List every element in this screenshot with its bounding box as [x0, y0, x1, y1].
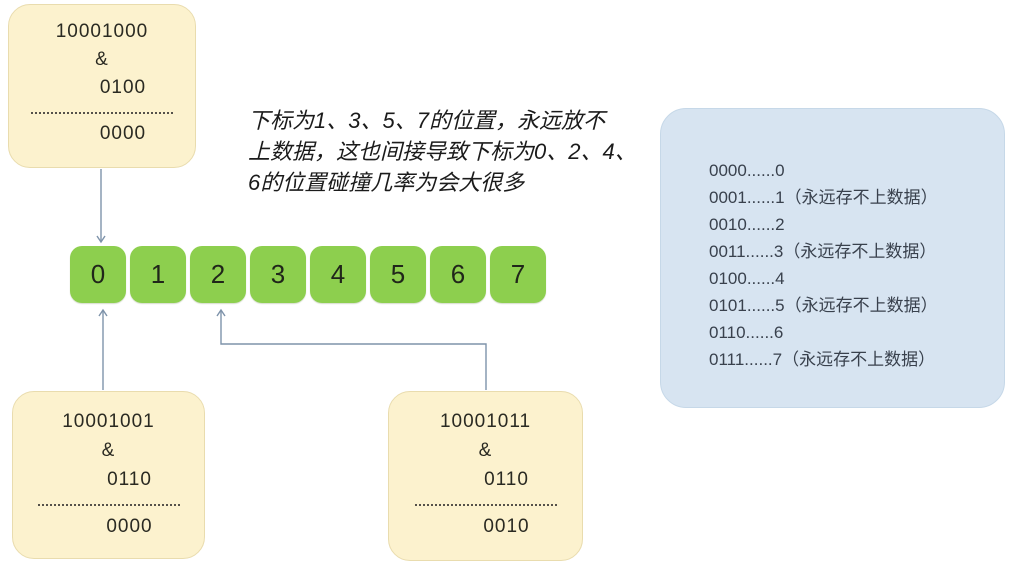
note-text: 下标为1、3、5、7的位置，永远放不 上数据，这也间接导致下标为0、2、4、 6… — [248, 105, 637, 198]
legend-line-3: 0011......3（永远存不上数据） — [709, 242, 937, 261]
bucket-cell-2: 2 — [190, 246, 246, 303]
bucket-cell-7: 7 — [490, 246, 546, 303]
mask-value: 0110 — [484, 469, 529, 490]
and-operator: & — [101, 440, 116, 461]
result-value: 0010 — [483, 516, 530, 537]
hash-calc-box-collision-2: 10001011 & 0110 0010 — [388, 391, 583, 561]
note-line-1: 下标为1、3、5、7的位置，永远放不 — [248, 108, 605, 133]
bucket-cell-3: 3 — [250, 246, 306, 303]
note-line-2: 上数据，这也间接导致下标为0、2、4、 — [248, 139, 637, 164]
legend-line-1: 0001......1（永远存不上数据） — [709, 188, 938, 207]
dotted-separator — [31, 112, 173, 114]
hash-calc-box-index4: 10001000 & 0100 0000 — [8, 4, 196, 168]
and-operator: & — [95, 49, 109, 70]
result-value: 0000 — [99, 123, 147, 144]
bucket-cell-0: 0 — [70, 246, 126, 303]
bucket-cell-5: 5 — [370, 246, 426, 303]
dotted-separator — [37, 504, 180, 506]
bucket-cell-6: 6 — [430, 246, 486, 303]
legend-line-0: 0000......0 — [709, 161, 785, 180]
arrow-bottommidbox-to-cell2 — [216, 308, 487, 390]
bucket-cell-4: 4 — [310, 246, 366, 303]
legend-line-4: 0100......4 — [709, 269, 785, 288]
and-operator: & — [478, 440, 493, 461]
hash-value: 10001011 — [439, 411, 532, 432]
hash-value: 10001001 — [62, 411, 155, 432]
index-legend-panel: 0000......0 0001......1（永远存不上数据） 0010...… — [660, 108, 1005, 408]
bucket-cell-1: 1 — [130, 246, 186, 303]
note-line-3: 6的位置碰撞几率为会大很多 — [248, 170, 525, 195]
legend-line-6: 0110......6 — [709, 323, 784, 342]
legend-line-2: 0010......2 — [709, 215, 785, 234]
mask-value: 0110 — [107, 469, 152, 490]
mask-value: 0100 — [99, 77, 147, 98]
hash-value: 10001000 — [55, 21, 149, 42]
dotted-separator — [414, 504, 557, 506]
result-value: 0000 — [106, 516, 153, 537]
legend-line-7: 0111......7（永远存不上数据） — [709, 350, 936, 369]
legend-line-5: 0101......5（永远存不上数据） — [709, 296, 938, 315]
bucket-array: 0 1 2 3 4 5 6 7 — [70, 246, 546, 303]
hash-calc-box-collision-0: 10001001 & 0110 0000 — [12, 391, 205, 559]
